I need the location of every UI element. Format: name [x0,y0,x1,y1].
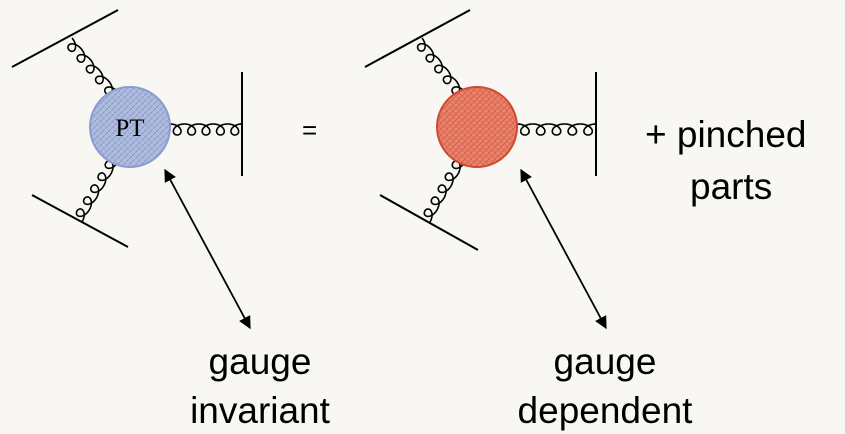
right-top-gluon [416,37,466,96]
left-caption-line2: invariant [190,390,330,431]
left-bottom-gluon [75,160,119,223]
pinched-parts-line2: parts [690,166,773,207]
left-double-arrow [164,168,251,330]
right-caption-line1: gauge [553,341,657,382]
left-top-external-line [11,9,119,68]
right-diagram [364,9,597,251]
right-bottom-external-line [379,194,479,251]
right-bottom-gluon [423,160,466,223]
right-vertex-blob [436,86,518,168]
left-caption-line1: gauge [208,341,312,382]
right-top-external-line [364,9,471,68]
left-bottom-external-line [31,194,129,248]
left-vertex-blob [89,86,171,168]
pinched-parts-line1: + pinched [645,114,807,155]
right-double-arrow [520,168,607,330]
right-caption-line2: dependent [517,390,693,431]
left-diagram: PT [11,9,243,248]
left-top-gluon [67,37,119,96]
equals-sign: = [302,115,318,145]
left-right-gluon [169,123,243,136]
right-right-gluon [516,123,597,136]
left-blob-label: PT [115,115,144,142]
